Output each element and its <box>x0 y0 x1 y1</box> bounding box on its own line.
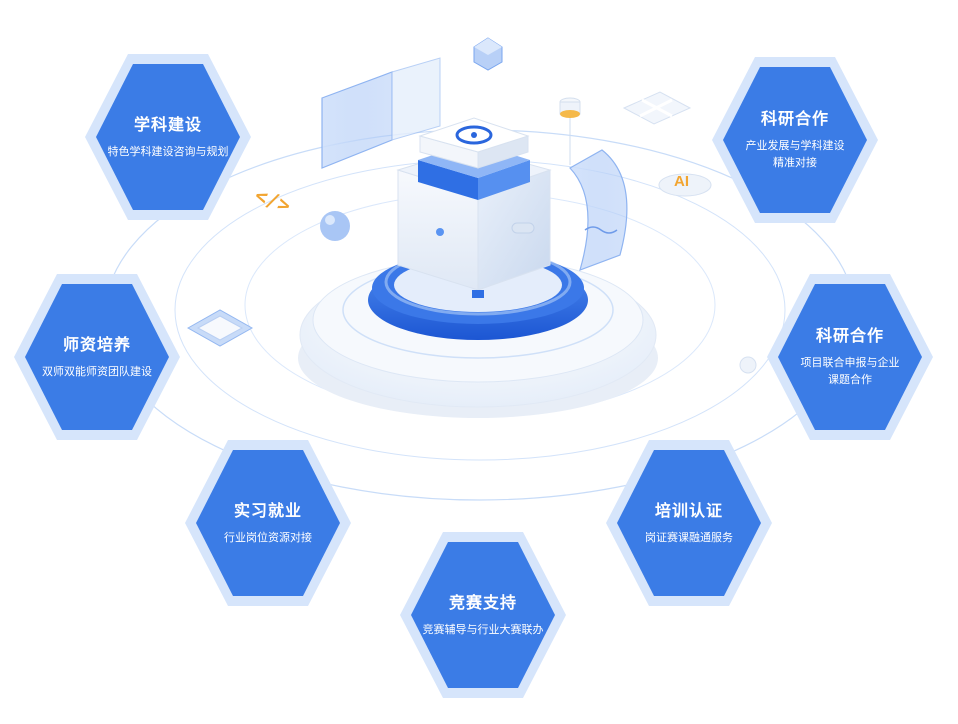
cube-indicator-light <box>436 228 444 236</box>
floating-objects: AI </> <box>186 37 757 374</box>
hex-node-faculty: 师资培养 双师双能师资团队建设 <box>12 272 182 442</box>
ai-label: AI <box>674 173 689 190</box>
hexagon-shape <box>185 440 351 606</box>
cube-core-front <box>418 160 478 200</box>
glass-panel-left <box>321 71 393 169</box>
hexagon-shape <box>606 440 772 606</box>
sphere-icon <box>320 211 350 241</box>
code-icon: </> <box>252 183 294 218</box>
hex-node-research-2: 科研合作 项目联合申报与企业 课题合作 <box>765 272 935 442</box>
data-cube <box>396 117 552 298</box>
hexagon-shape <box>85 54 251 220</box>
lid-logo-icon <box>455 125 493 145</box>
glass-panel-right-curved <box>569 149 628 271</box>
hex-node-competition: 竞赛支持 竞赛辅导与行业大赛联办 <box>398 530 568 700</box>
cube-core-side <box>478 160 530 200</box>
hexagon-shape <box>712 57 878 223</box>
grid-card-icon <box>622 91 692 125</box>
hex-node-discipline: 学科建设 特色学科建设咨询与规划 <box>83 52 253 222</box>
glass-panel-right-wave <box>584 226 618 234</box>
gem-icon <box>473 37 503 71</box>
floating-panels <box>321 57 628 271</box>
hex-node-training: 培训认证 岗证赛课融通服务 <box>604 438 774 608</box>
hex-node-research-1: 科研合作 产业发展与学科建设 精准对接 <box>710 55 880 225</box>
hexagon-shape <box>767 274 933 440</box>
platform <box>298 248 658 418</box>
small-orb-icon <box>739 356 757 374</box>
database-icon <box>559 97 581 118</box>
chip-board-icon <box>186 309 254 347</box>
hexagon-shape <box>400 532 566 698</box>
cube-bottom-marker <box>472 290 484 298</box>
hex-node-internship: 实习就业 行业岗位资源对接 <box>183 438 353 608</box>
hexagon-shape <box>14 274 180 440</box>
glass-panel-left-frame <box>391 57 441 141</box>
ai-chip-icon: AI <box>658 173 712 197</box>
cube-side-slot <box>511 222 535 234</box>
code-label: </> <box>252 183 294 218</box>
